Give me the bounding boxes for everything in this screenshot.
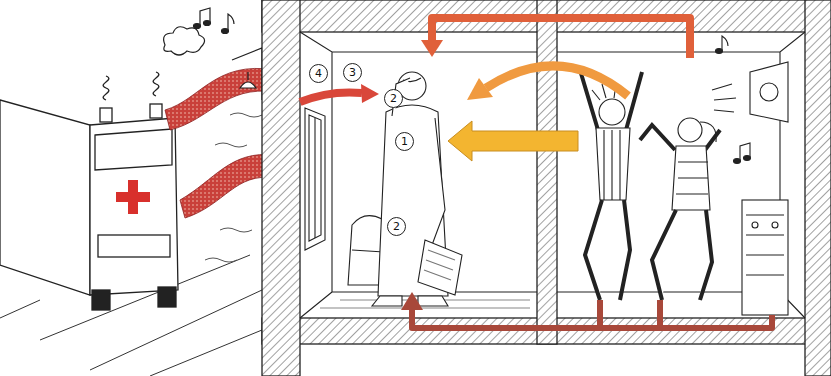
ambulance-grille: [98, 235, 170, 257]
arm: [432, 118, 445, 245]
music-note: [734, 159, 741, 164]
arrow-head: [421, 40, 443, 57]
flanking-arrow-wall: [467, 66, 628, 100]
siren-wave: [103, 76, 109, 100]
dancer: [580, 70, 642, 300]
roof-edge: [232, 48, 262, 100]
head: [678, 118, 702, 142]
armchair: [352, 250, 384, 252]
outside-noise: [164, 8, 262, 100]
legs: [585, 200, 630, 300]
callout-number: 3: [343, 63, 362, 82]
lamp: [240, 72, 256, 88]
siren-wave: [153, 72, 159, 96]
noise-line: [205, 258, 237, 262]
stereo-shelf: [746, 215, 784, 275]
callout-number: 2: [387, 217, 406, 236]
road-line: [0, 300, 40, 318]
building: [262, 0, 831, 376]
top: [672, 146, 710, 210]
music-note: [204, 21, 211, 26]
music-note: [744, 156, 751, 161]
red-cross: [116, 180, 150, 214]
siren: [100, 108, 112, 122]
music-note: [722, 36, 728, 50]
arrow-head: [361, 84, 379, 103]
outer-wall: [805, 0, 831, 376]
floor-arrow: [401, 292, 772, 328]
window-bar: [314, 118, 315, 238]
music-note: [200, 8, 210, 25]
siren: [150, 104, 162, 118]
window-arrow: [300, 84, 379, 103]
path-arrow: [486, 66, 628, 96]
siren-sound: [165, 68, 275, 218]
road-line: [150, 330, 262, 376]
callout-number: 2: [384, 89, 403, 108]
flanking-arrow-ceiling: [421, 18, 690, 58]
outer-wall: [262, 0, 300, 376]
sound-band: [165, 68, 275, 130]
path-arrow: [412, 300, 772, 328]
striped-shirt: [596, 128, 630, 200]
path-arrow: [300, 92, 362, 102]
music-note: [716, 49, 723, 54]
newspaper: [418, 240, 462, 295]
speaker-cone: [760, 83, 778, 101]
dancer: [640, 118, 720, 300]
window-pane: [309, 115, 321, 241]
noise-line: [220, 228, 252, 232]
legs: [652, 210, 712, 300]
wheel: [92, 290, 110, 310]
cloud: [164, 27, 205, 55]
stereo-knob: [752, 222, 758, 228]
music-note: [740, 143, 750, 160]
stripes: [676, 162, 708, 194]
path-arrow: [432, 18, 690, 58]
direct-arrow: [448, 121, 578, 161]
wheel: [158, 287, 176, 307]
ambulance-front: [90, 118, 178, 295]
speaker: [750, 62, 788, 122]
newspaper-print: [424, 250, 455, 280]
arrow-head: [467, 78, 493, 100]
stereo: [742, 200, 788, 315]
ambulance: [0, 72, 178, 310]
callout-number: 4: [309, 64, 328, 83]
ambulance-windshield: [95, 129, 172, 170]
stereo-knob: [772, 222, 778, 228]
sound-lines: [712, 84, 736, 112]
window: [305, 108, 325, 250]
ambulance-side: [0, 100, 90, 295]
path-arrow: [448, 121, 578, 161]
arrow-head: [401, 292, 423, 310]
sound-band: [180, 154, 275, 218]
head: [599, 99, 625, 125]
partition-wall: [537, 0, 557, 344]
callout-number: 1: [395, 132, 414, 151]
noise-line: [215, 143, 247, 147]
noise-line: [230, 113, 262, 117]
noise-lines: [205, 113, 262, 262]
music-note: [228, 14, 234, 30]
stripes: [604, 130, 620, 200]
music-note: [194, 24, 201, 29]
music-note: [222, 29, 229, 34]
